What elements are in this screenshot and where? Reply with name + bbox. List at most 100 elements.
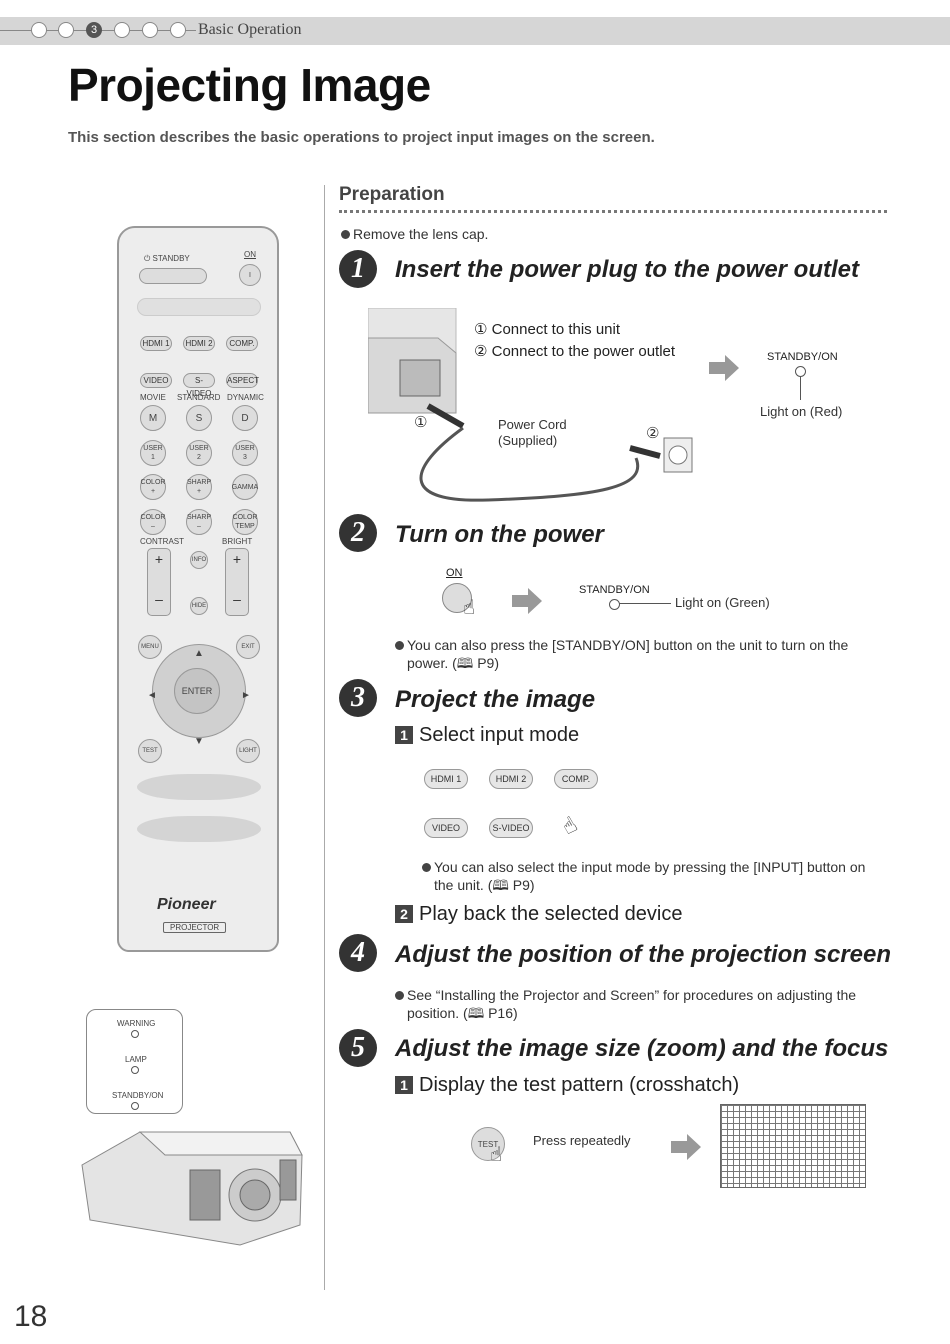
remote-light-button: LIGHT (236, 739, 260, 763)
step-2-on-button (442, 583, 472, 613)
remote-exit-button: EXIT (236, 635, 260, 659)
step-1-item-1: ① Connect to this unit (474, 321, 621, 338)
step-2-indicator-leader (619, 603, 671, 604)
bullet-dot (341, 230, 350, 239)
step-1-indicator-leader (800, 376, 801, 400)
chapter-indicator-2 (58, 22, 74, 38)
remote-left-arrow: ◄ (147, 690, 157, 701)
step-5-title: Adjust the image size (zoom) and the foc… (395, 1035, 889, 1062)
remote-bright-rocker: +– (225, 548, 249, 616)
pointing-hand-icon: ☝ (557, 811, 582, 840)
indicator-standby-led (131, 1102, 139, 1110)
remote-grip-upper (137, 774, 261, 800)
remote-model-label: PROJECTOR (163, 922, 227, 933)
remote-hdmi1-button: HDMI 1 (140, 336, 172, 351)
chapter-indicator-current: 3 (86, 22, 102, 38)
remote-dynamic-label: DYNAMIC (227, 393, 264, 402)
remote-sharp-plus-button: SHARP + (186, 474, 212, 500)
preparation-bullet: Remove the lens cap. (341, 225, 488, 243)
input-svideo-button: S-VIDEO (489, 818, 533, 838)
remote-color-minus-button: COLOR – (140, 509, 166, 535)
projector-illustration (81, 1131, 303, 1246)
preparation-divider (339, 210, 887, 213)
bullet-dot (422, 863, 431, 872)
chapter-indicator-1 (31, 22, 47, 38)
indicator-warning-label: WARNING (117, 1019, 156, 1028)
chapter-header: 3 Basic Operation (0, 17, 950, 45)
page-number: 18 (14, 1300, 48, 1333)
power-cord-supplied-label: (Supplied) (498, 433, 558, 448)
remote-up-arrow: ▲ (194, 648, 204, 659)
step-1-arrow-icon (709, 355, 739, 381)
indicator-standby-label: STANDBY/ON (112, 1091, 164, 1100)
remote-right-arrow: ► (241, 690, 251, 701)
step-2-number: 2 (339, 514, 377, 552)
remote-video-button: VIDEO (140, 373, 172, 388)
power-cord-illustration (368, 308, 693, 502)
input-video-button: VIDEO (424, 818, 468, 838)
step-3-note: You can also select the input mode by pr… (422, 858, 865, 894)
step-5-arrow-icon (671, 1134, 701, 1160)
power-cord-label: Power Cord (498, 417, 567, 432)
chapter-indicator-4 (114, 22, 130, 38)
chapter-indicator-6 (170, 22, 186, 38)
remote-display-window (137, 298, 261, 316)
step-2-title: Turn on the power (395, 521, 604, 548)
remote-contrast-rocker: +– (147, 548, 171, 616)
step-4-number: 4 (339, 934, 377, 972)
remote-bright-label: BRIGHT (222, 537, 253, 546)
indicator-lamp-label: LAMP (125, 1055, 147, 1064)
step-1-callout-2: ② (646, 425, 660, 442)
input-comp-button: COMP. (554, 769, 598, 789)
remote-gamma-button: GAMMA (232, 474, 258, 500)
remote-standard-button: S (186, 405, 212, 431)
column-divider (324, 185, 325, 1290)
step-4-note: See “Installing the Projector and Screen… (395, 986, 856, 1022)
step-2-note: You can also press the [STANDBY/ON] butt… (395, 636, 848, 672)
step-2-indicator-led (609, 599, 620, 610)
indicator-warning-led (131, 1030, 139, 1038)
remote-enter-button: ENTER (174, 668, 220, 714)
step-4-title: Adjust the position of the projection sc… (395, 941, 892, 968)
test-button: TEST (471, 1127, 505, 1161)
remote-color-temp-button: COLOR TEMP (232, 509, 258, 535)
remote-movie-button: M (140, 405, 166, 431)
step-2-on-label: ON (446, 567, 463, 579)
indicator-lamp-led (131, 1066, 139, 1074)
page-title: Projecting Image (68, 59, 431, 111)
page-subtitle: This section describes the basic operati… (68, 129, 655, 146)
step-1-indicator-state: Light on (Red) (760, 404, 843, 419)
bullet-dot (395, 991, 404, 1000)
step-2-indicator-label: STANDBY/ON (579, 584, 650, 596)
remote-down-arrow: ▼ (194, 736, 204, 747)
remote-user2-button: USER 2 (186, 440, 212, 466)
crosshatch-test-pattern (720, 1104, 866, 1188)
remote-sharp-minus-button: SHARP – (186, 509, 212, 535)
step-3-title: Project the image (395, 686, 596, 713)
step-1-callout-1: ① (414, 414, 428, 431)
remote-on-button: I (239, 264, 261, 286)
remote-brand-logo: Pioneer (157, 896, 216, 913)
remote-user3-button: USER 3 (232, 440, 258, 466)
remote-aspect-button: ASPECT (226, 373, 259, 388)
step-1-title: Insert the power plug to the power outle… (395, 256, 860, 283)
remote-info-button: INFO (190, 551, 208, 569)
pointing-hand-icon: ☝ (463, 597, 476, 619)
input-hdmi2-button: HDMI 2 (489, 769, 533, 789)
remote-standby-button (139, 268, 207, 284)
remote-standby-label: ⏻ STANDBY (144, 254, 190, 263)
remote-on-label: ON (244, 250, 256, 259)
chapter-indicator-5 (142, 22, 158, 38)
bullet-dot (395, 641, 404, 650)
remote-comp-button: COMP. (226, 336, 258, 351)
remote-movie-label: MOVIE (140, 393, 166, 402)
remote-test-button: TEST (138, 739, 162, 763)
preparation-heading: Preparation (339, 184, 445, 205)
step-2-arrow-icon (512, 588, 542, 614)
remote-dynamic-button: D (232, 405, 258, 431)
remote-svideo-button: S-VIDEO (183, 373, 215, 398)
remote-control-illustration: ⏻ STANDBY ON I HDMI 1 HDMI 2 COMP. VIDEO… (117, 226, 279, 952)
